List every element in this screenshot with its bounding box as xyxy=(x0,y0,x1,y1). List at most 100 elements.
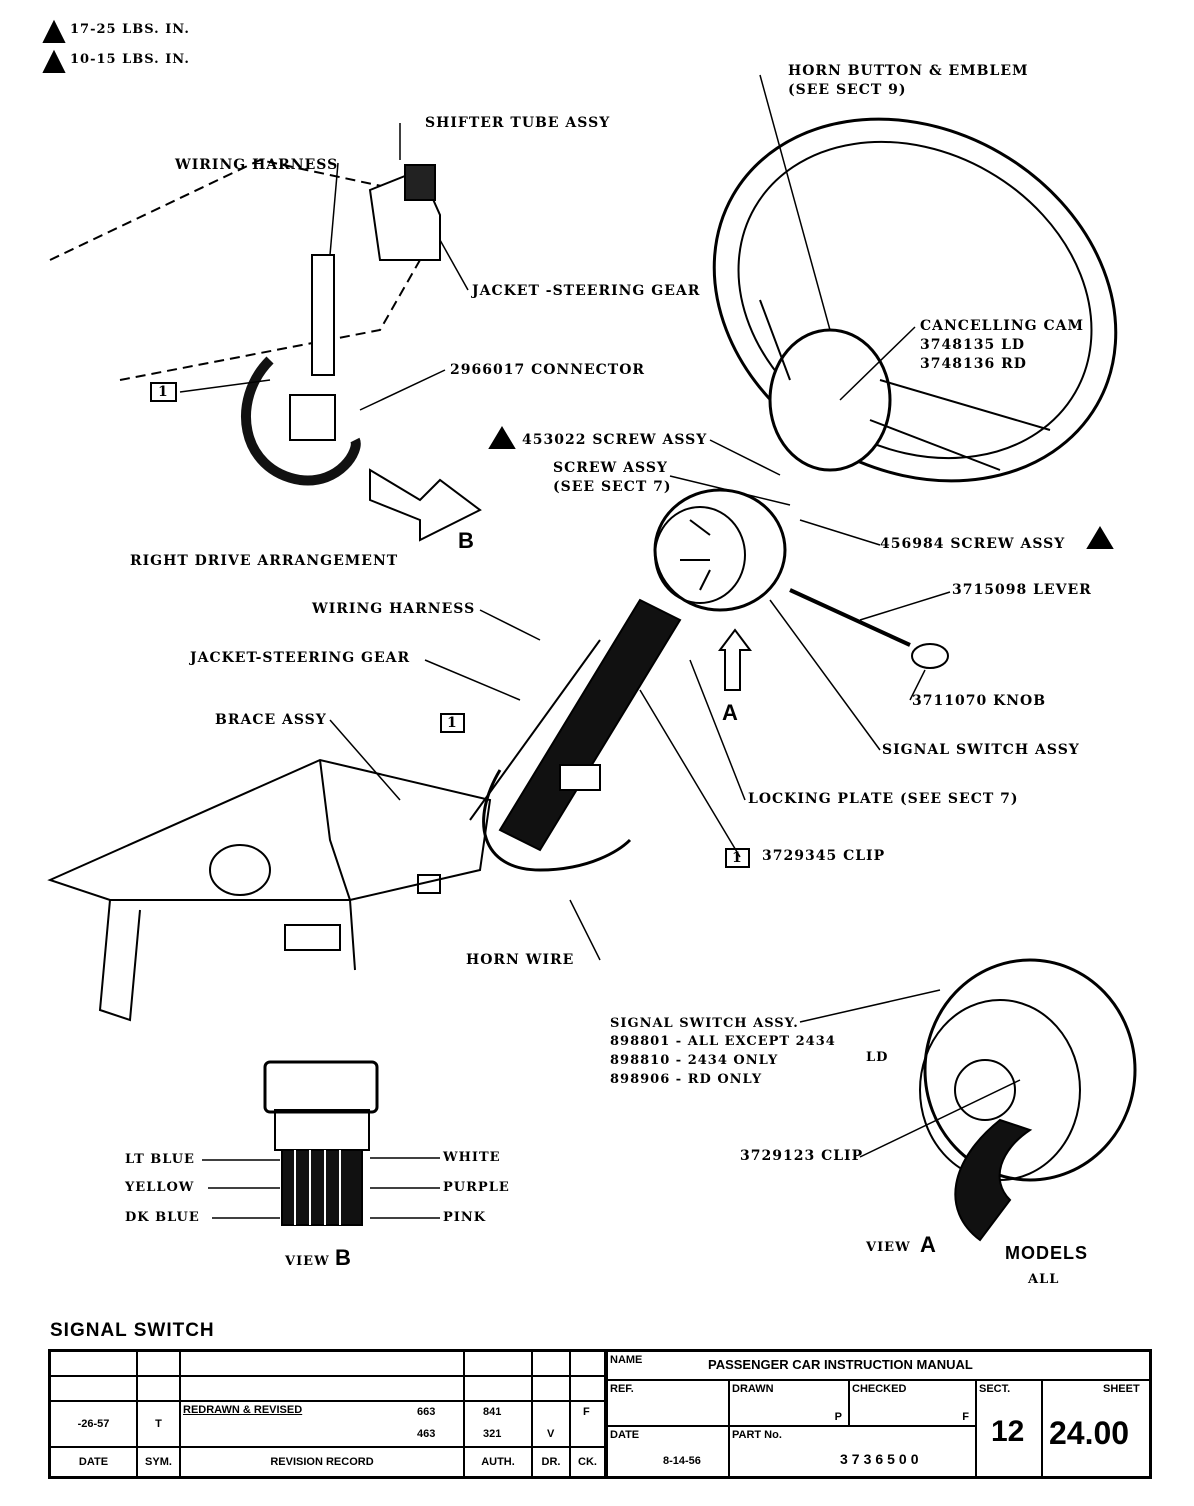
clip-marker: 1 xyxy=(725,848,750,868)
label-cancelling-cam: CANCELLING CAM xyxy=(920,318,1084,334)
view-a-arrow-letter: A xyxy=(722,700,739,725)
view-b-letter: B xyxy=(335,1245,352,1270)
checked-label: CHECKED xyxy=(852,1383,907,1395)
name-label: NAME xyxy=(610,1354,643,1366)
label-horn-button: HORN BUTTON & EMBLEM xyxy=(788,63,1029,79)
part-number: 3736500 xyxy=(840,1451,923,1467)
view-b-arrow-letter: B xyxy=(458,528,475,553)
label-horn-button-ref: (SEE SECT 9) xyxy=(788,82,907,98)
label-jacket-top: JACKET -STEERING GEAR xyxy=(472,283,701,299)
label-clip-3729123: 3729123 CLIP xyxy=(740,1148,864,1164)
steering-wheel xyxy=(712,117,1118,483)
revision-auth-1: 663 xyxy=(417,1406,436,1418)
label-connector: 2966017 CONNECTOR xyxy=(450,362,646,378)
switch-part-3: 898906 - RD ONLY xyxy=(610,1072,763,1087)
label-wiring-harness: WIRING HARNESS xyxy=(312,601,476,617)
manual-name: PASSENGER CAR INSTRUCTION MANUAL xyxy=(708,1357,973,1372)
header-revision-record: REVISION RECORD xyxy=(181,1448,465,1476)
header-sym: SYM. xyxy=(138,1448,181,1476)
label-wiring-harness-top: WIRING HARNESS xyxy=(175,157,339,173)
view-a-word: VIEW xyxy=(866,1240,911,1255)
header-date: DATE xyxy=(51,1448,138,1476)
sheet-label: SHEET xyxy=(1103,1383,1140,1395)
right-drive-arrangement xyxy=(49,158,482,542)
switch-part-1: 898801 - ALL EXCEPT 2434 xyxy=(610,1034,836,1049)
revision-auth-2: 463 xyxy=(417,1428,436,1440)
signal-switch-assembly xyxy=(653,488,787,612)
drawn-field: DRAWN P xyxy=(730,1381,850,1427)
torque-note-2-icon xyxy=(42,49,66,73)
label-clip-3729345: 3729345 CLIP xyxy=(762,848,886,864)
clip-marker: 1 xyxy=(150,382,177,402)
steering-column xyxy=(469,598,682,872)
label-right-drive: RIGHT DRIVE ARRANGEMENT xyxy=(130,553,399,569)
clip-marker: 1 xyxy=(440,713,465,733)
header-auth: AUTH. xyxy=(465,1448,533,1476)
label-signal-switch: SIGNAL SWITCH ASSY xyxy=(882,742,1080,758)
wire-yellow: YELLOW xyxy=(125,1180,195,1195)
label-locking-plate: LOCKING PLATE (SEE SECT 7) xyxy=(748,791,1019,807)
part-label: PART No. xyxy=(732,1429,782,1441)
torque-note-1-icon xyxy=(42,19,66,43)
torque-note-1: 17-25 LBS. IN. xyxy=(70,22,190,37)
wire-purple: PURPLE xyxy=(443,1180,510,1195)
ref-label: REF. xyxy=(610,1383,634,1395)
wire-pink: PINK xyxy=(443,1210,487,1225)
sect-value: 12 xyxy=(991,1415,1025,1448)
torque-marker-icon xyxy=(488,426,516,449)
models-label: MODELS xyxy=(1005,1243,1089,1263)
leader-lines xyxy=(179,74,1021,1219)
date-label: DATE xyxy=(610,1429,640,1441)
checked-field: CHECKED F xyxy=(850,1381,977,1427)
switch-part-2: 898810 - 2434 ONLY xyxy=(610,1053,779,1068)
sheet-field: SHEET 24.00 xyxy=(1043,1381,1149,1476)
torque-marker-icon xyxy=(1086,526,1114,549)
sect-field: SECT.12 xyxy=(977,1381,1043,1476)
label-screw-assy: SCREW ASSY xyxy=(553,460,668,476)
label-brace: BRACE ASSY xyxy=(215,712,327,728)
revision-record: REDRAWN & REVISED 663 463 xyxy=(181,1402,465,1448)
drawn-value: P xyxy=(834,1411,842,1423)
label-ld: LD xyxy=(866,1050,889,1065)
revision-date: -26-57 xyxy=(51,1402,138,1448)
checked-value: F xyxy=(962,1411,969,1423)
revision-sym: T xyxy=(138,1402,181,1448)
drawing-title: SIGNAL SWITCH xyxy=(50,1320,215,1341)
label-switch-parts-title: SIGNAL SWITCH ASSY. xyxy=(610,1016,799,1031)
models-all: ALL xyxy=(1028,1272,1060,1287)
label-screw-453022: 453022 SCREW ASSY xyxy=(522,432,708,448)
view-a-letter: A xyxy=(920,1232,937,1257)
drawn-label: DRAWN xyxy=(732,1383,774,1395)
name-field: NAME PASSENGER CAR INSTRUCTION MANUAL xyxy=(606,1352,1149,1381)
header-dr: DR. xyxy=(533,1448,571,1476)
label-knob: 3711070 KNOB xyxy=(912,693,1047,709)
sheet-value: 24.00 xyxy=(1049,1415,1130,1451)
label-jacket: JACKET-STEERING GEAR xyxy=(190,650,411,666)
label-lever: 3715098 LEVER xyxy=(952,582,1092,598)
wire-dk-blue: DK BLUE xyxy=(125,1210,200,1225)
date-value: 8-14-56 xyxy=(663,1455,701,1467)
torque-note-2: 10-15 LBS. IN. xyxy=(70,52,190,67)
signal-switch-view-a xyxy=(919,958,1137,1242)
revision-auth-1b: 841 xyxy=(483,1406,502,1418)
connector-view-b xyxy=(263,1060,379,1226)
brace-frame xyxy=(47,758,492,1022)
header-ck: CK. xyxy=(571,1448,606,1476)
revision-auth-2b: 321 xyxy=(483,1428,502,1440)
label-shifter-tube: SHIFTER TUBE ASSY xyxy=(425,115,611,131)
view-a-arrow-shape xyxy=(718,628,752,691)
revision-record-text: REDRAWN & REVISED xyxy=(183,1404,303,1416)
label-cam-ld: 3748135 LD xyxy=(920,337,1026,353)
wire-white: WHITE xyxy=(443,1150,501,1165)
revision-dr: V xyxy=(547,1428,555,1440)
view-b-word: VIEW xyxy=(285,1254,330,1269)
label-screw-456984: 456984 SCREW ASSY xyxy=(880,536,1066,552)
label-screw-ref: (SEE SECT 7) xyxy=(553,479,672,495)
label-horn-wire: HORN WIRE xyxy=(466,952,575,968)
wire-lt-blue: LT BLUE xyxy=(125,1152,195,1167)
revision-ck: F xyxy=(583,1406,590,1418)
part-field: PART No. 3736500 xyxy=(730,1427,977,1476)
